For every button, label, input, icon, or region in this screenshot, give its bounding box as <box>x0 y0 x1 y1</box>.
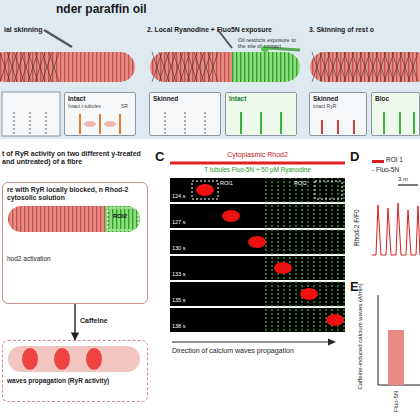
figure-title: nder paraffin oil <box>56 3 276 17</box>
rhod2-trace <box>372 203 420 255</box>
node-text: waves propagation (RyR activity) <box>7 377 145 384</box>
skinning-tool <box>44 30 72 47</box>
calcium-wave <box>300 288 318 300</box>
disrupted-tubule <box>165 112 205 134</box>
legend-note: - Fluo-5N <box>372 166 420 173</box>
calcium-wave <box>248 236 266 248</box>
ryr-symbol <box>322 120 354 134</box>
scale-label: 3 m <box>398 176 420 183</box>
step-band: 3. Skinning of rest o SkinnedIntact RyR Bl… <box>305 24 420 138</box>
muscle-fibre <box>8 346 140 372</box>
node-text: SR <box>121 104 135 110</box>
roi-box <box>315 181 342 199</box>
time-label: 138 s <box>172 323 196 329</box>
node-text: Intact t-tubules <box>68 104 118 110</box>
inset-panel <box>371 92 420 136</box>
inset-box: Intact <box>225 92 297 136</box>
bar <box>388 330 404 385</box>
sr-shape <box>104 121 116 127</box>
scale-bar <box>398 184 418 185</box>
calcium-wave <box>54 348 70 370</box>
t-tubule <box>241 112 281 134</box>
skinned-hatching <box>152 52 218 82</box>
skinned-hatching <box>312 52 418 82</box>
inset-box: IntactIntact t-tubulesSR <box>64 92 136 136</box>
t-tubule <box>80 114 120 134</box>
calcium-wave <box>22 348 38 370</box>
direction-arrow <box>172 341 330 342</box>
edge-label: Caffeine <box>80 317 140 325</box>
panel-letter: C <box>155 150 169 165</box>
node-text: hod2 activation <box>7 255 67 262</box>
note: Oil restricts exposure to the site of co… <box>238 37 300 50</box>
node-text: Skinned <box>153 95 219 102</box>
calcium-wave <box>274 262 292 274</box>
panel-letter: D <box>350 150 364 165</box>
connector-arrow <box>74 304 75 340</box>
inset-panel <box>225 92 297 136</box>
chart-axes <box>378 295 420 385</box>
exposed-fibre-part <box>232 52 300 82</box>
inset-panel <box>309 92 367 136</box>
time-label: 133 s <box>172 271 196 277</box>
result-box: waves propagation (RyR activity) <box>2 340 148 402</box>
node-text: 2. Local Ryanodine + Fluo5N exposure <box>147 26 300 34</box>
calcium-wave <box>222 210 240 222</box>
inset-panel <box>149 92 221 136</box>
panel-heading: t of RyR activity on two different y-tre… <box>2 150 152 166</box>
roi-box <box>192 181 218 199</box>
inset-panel <box>2 92 60 136</box>
node-text: Skinned <box>313 95 365 102</box>
legend-swatch <box>372 160 384 163</box>
arrow-caption: Direction of calcium waves propagation <box>172 347 347 355</box>
blocked-tubule <box>384 112 414 134</box>
inset-panel <box>64 92 136 136</box>
calcium-wave <box>86 348 102 370</box>
tubule-signal <box>262 178 345 332</box>
node-text: ROI2 <box>113 213 145 220</box>
node-text: re with RyR locally blocked, n Rhod-2 cy… <box>7 186 145 202</box>
calcium-wave <box>196 184 214 196</box>
roi-label: ROI1 <box>220 180 246 186</box>
protocol-box: re with RyR locally blocked, n Rhod-2 cy… <box>2 182 148 304</box>
sr-shape <box>84 121 96 127</box>
roi-label: ROI2 <box>294 180 316 186</box>
node-text: Intact <box>229 95 295 102</box>
muscle-fibre <box>0 52 135 82</box>
category-label: Fluo-5N <box>393 384 400 418</box>
node-text: Intact RyR <box>313 104 365 110</box>
muscle-fibre <box>310 52 420 82</box>
calcium-wave <box>326 314 344 326</box>
inset-box: Bloc <box>371 92 420 136</box>
axis-label: Caffeine-induced calcium waves (#/min) <box>357 281 364 391</box>
channel-label: T tubules Fluo-5N + 50 µM Ryanodine <box>170 166 345 173</box>
time-label: 127 s <box>172 219 196 225</box>
rhod2-bar <box>170 162 345 165</box>
skinned-hatching <box>0 52 59 82</box>
arrow-head <box>328 339 336 346</box>
step-band: ial skinningIntactIntact t-tubulesSR <box>0 24 140 138</box>
time-label: 130 s <box>172 245 196 251</box>
node-text: ial skinning <box>4 26 138 34</box>
node-text: 3. Skinning of rest o <box>309 26 419 34</box>
time-label: 124 s <box>172 193 196 199</box>
channel-label: Cytoplasmic Rhod2 <box>170 151 345 159</box>
legend-text: ROI 1 <box>386 156 420 163</box>
inset-box: SkinnedIntact RyR <box>309 92 367 136</box>
node-text: Bloc <box>375 95 419 102</box>
node-text: Intact <box>68 95 134 102</box>
disrupted-tubule <box>14 112 46 134</box>
axis-label: Rhod-2 F/F0 <box>353 193 360 263</box>
inset-box: Skinned <box>149 92 221 136</box>
time-label: 135 s <box>172 297 196 303</box>
